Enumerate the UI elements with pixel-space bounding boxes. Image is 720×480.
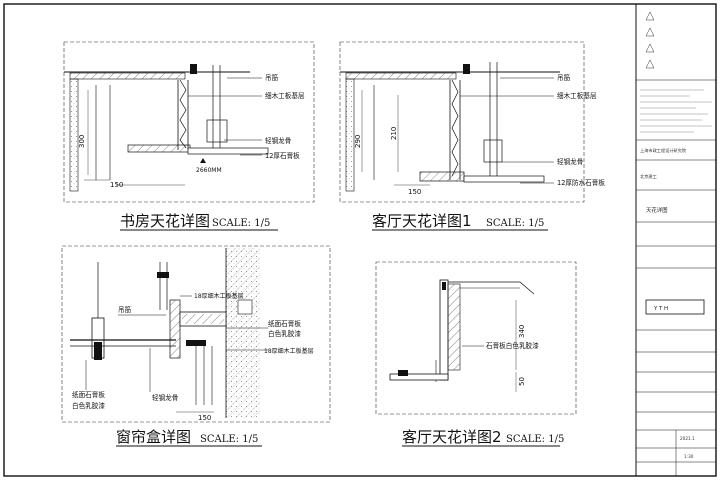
curtain-label-base18b: 18厚细木工板基层 (264, 347, 314, 355)
curtain-label-left-board: 纸面石膏板 (72, 390, 105, 399)
living2-dim-340: 340 (518, 325, 526, 338)
panel-living2-frame (375, 261, 577, 415)
panel-living-1: 吊筋 细木工板基层 轻钢龙骨 12厚防水石膏板 290 210 150 客厅天花… (339, 41, 605, 231)
study-label-gypsum: 12厚石膏板 (265, 151, 300, 160)
title-date: 2021.1 (680, 436, 695, 441)
living1-label-base: 细木工板基层 (557, 91, 597, 100)
living2-label-gypsum-paint: 石膏板白色乳胶漆 (486, 341, 539, 350)
curtain-title: 窗帘盒详图 (116, 428, 191, 446)
living1-label-board: 12厚防水石膏板 (557, 178, 605, 187)
title-scale: 1:30 (684, 454, 694, 459)
study-dim-2660: 2660MM (196, 167, 222, 174)
living2-scale: SCALE: 1/5 (506, 434, 564, 445)
panel-study: 吊筋 细木工板基层 轻钢龙骨 12厚石膏板 300 150 2660MM 书房天… (63, 41, 315, 231)
study-dim-150: 150 (110, 181, 123, 189)
company-logo (645, 299, 705, 315)
panel-living1-frame (339, 41, 585, 203)
curtain-label-boom: 吊筋 (118, 305, 132, 314)
panel-living-2: 石膏板白色乳胶漆 340 50 客厅天花详图2 SCALE: 1/5 (375, 261, 577, 447)
living1-label-boom: 吊筋 (557, 73, 571, 82)
company-logo-text: Y T H (653, 306, 668, 312)
study-ceiling-slab (69, 72, 186, 80)
panel-curtain-frame (61, 245, 331, 423)
curtain-label-white-paint: 白色乳胶漆 (268, 329, 301, 338)
curtain-label-paper-board: 纸面石膏板 (268, 319, 301, 328)
study-label-boom: 吊筋 (265, 73, 279, 82)
living2-dim-50: 50 (518, 377, 526, 386)
curtain-dim-150: 150 (198, 414, 211, 422)
curtain-label-left-paint: 白色乳胶漆 (72, 401, 105, 410)
title-block: 上海市政工程设计研究院 北京建工 天花详图 Y T H 2021.1 1:30 (636, 11, 716, 476)
living1-ceiling-slab (345, 72, 457, 80)
curtain-label-keel: 轻钢龙骨 (152, 393, 179, 402)
curtain-scale: SCALE: 1/5 (200, 434, 258, 445)
living1-title: 客厅天花详图1 (372, 212, 472, 230)
panel-curtain: 18厚细木工板基层 吊筋 纸面石膏板 白色乳胶漆 18厚细木工板基层 纸面石膏板… (61, 245, 331, 447)
study-scale: SCALE: 1/5 (212, 218, 270, 229)
study-label-keel: 轻钢龙骨 (265, 136, 292, 145)
study-label-base: 细木工板基层 (265, 91, 305, 100)
study-dim-300: 300 (78, 135, 86, 148)
curtain-label-base18a: 18厚细木工板基层 (194, 292, 244, 300)
revision-triangles (645, 11, 655, 69)
living1-dim-150: 150 (408, 188, 421, 196)
living2-title: 客厅天花详图2 (402, 428, 502, 446)
living1-scale: SCALE: 1/5 (486, 218, 544, 229)
title-company: 上海市政工程设计研究院 (640, 147, 687, 154)
title-drawing-name: 天花详图 (646, 206, 668, 214)
living1-dim-210: 210 (390, 127, 398, 140)
living1-dim-290: 290 (354, 135, 362, 148)
title-block-frame (635, 3, 717, 477)
panel-study-frame (63, 41, 315, 203)
title-note-lines (640, 89, 712, 133)
study-title: 书房天花详图 (120, 212, 210, 230)
living1-label-keel: 轻钢龙骨 (557, 157, 584, 166)
title-client: 北京建工 (640, 173, 657, 180)
living2-wall-slab (447, 283, 461, 371)
